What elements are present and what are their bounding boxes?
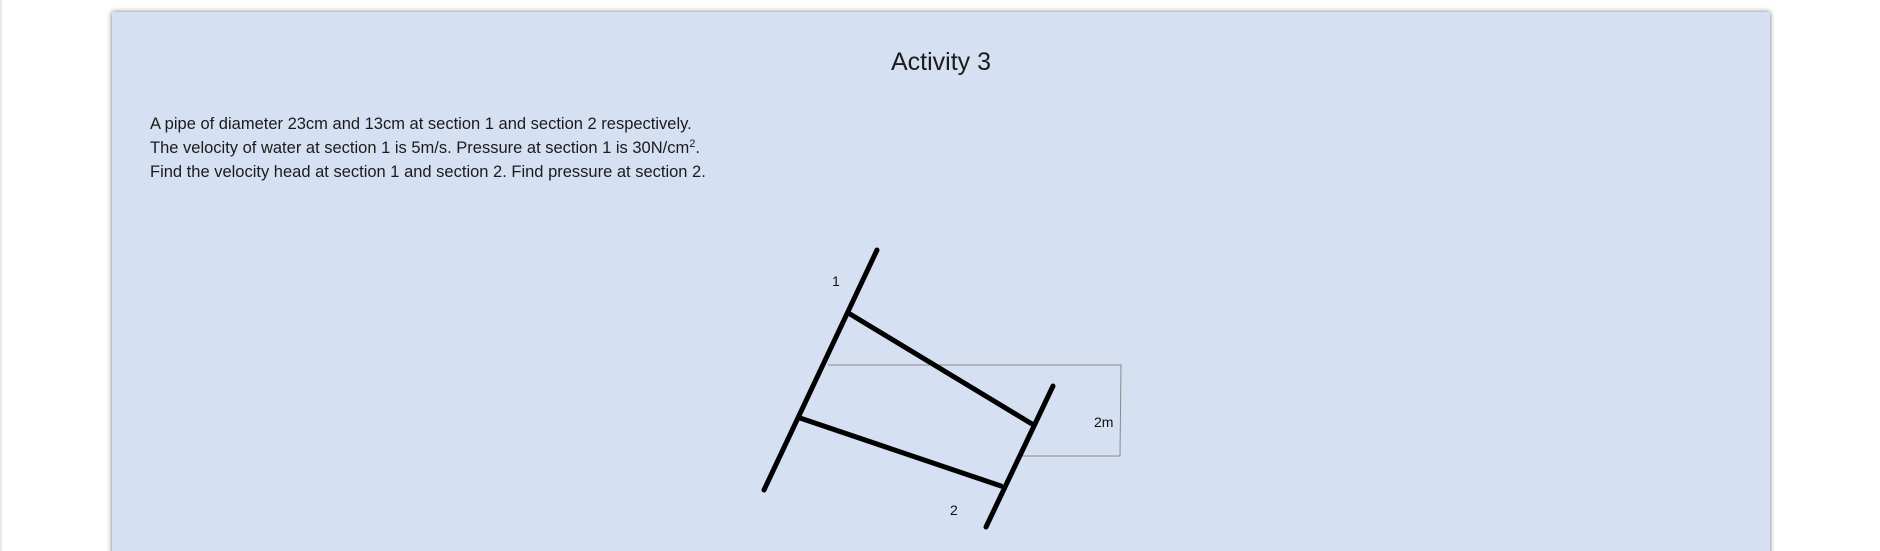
pipe-upper-wall: [847, 311, 1035, 427]
problem-line-2-end: .: [695, 139, 700, 157]
height-guide: [828, 364, 1122, 457]
left-rule: [0, 0, 2, 551]
problem-line-3: Find the velocity head at section 1 and …: [150, 163, 706, 181]
section-1-line: [761, 247, 880, 493]
pipe-diagram: 1 2 2m: [761, 247, 1122, 530]
height-label: 2m: [1094, 414, 1113, 430]
section-1-label: 1: [832, 273, 840, 289]
activity-card: Activity 3 A pipe of diameter 23cm and 1…: [112, 12, 1770, 551]
section-2-label: 2: [950, 502, 958, 518]
section-2-line: [983, 383, 1056, 530]
pipe-lower-wall: [797, 415, 1004, 489]
problem-line-2: The velocity of water at section 1 is 5m…: [150, 136, 706, 160]
problem-line-1: A pipe of diameter 23cm and 13cm at sect…: [150, 115, 692, 133]
problem-line-2-text: The velocity of water at section 1 is 5m…: [150, 139, 690, 157]
activity-title: Activity 3: [890, 48, 992, 76]
problem-line-2-exponent: 2: [689, 138, 696, 150]
problem-statement: A pipe of diameter 23cm and 13cm at sect…: [150, 112, 706, 184]
